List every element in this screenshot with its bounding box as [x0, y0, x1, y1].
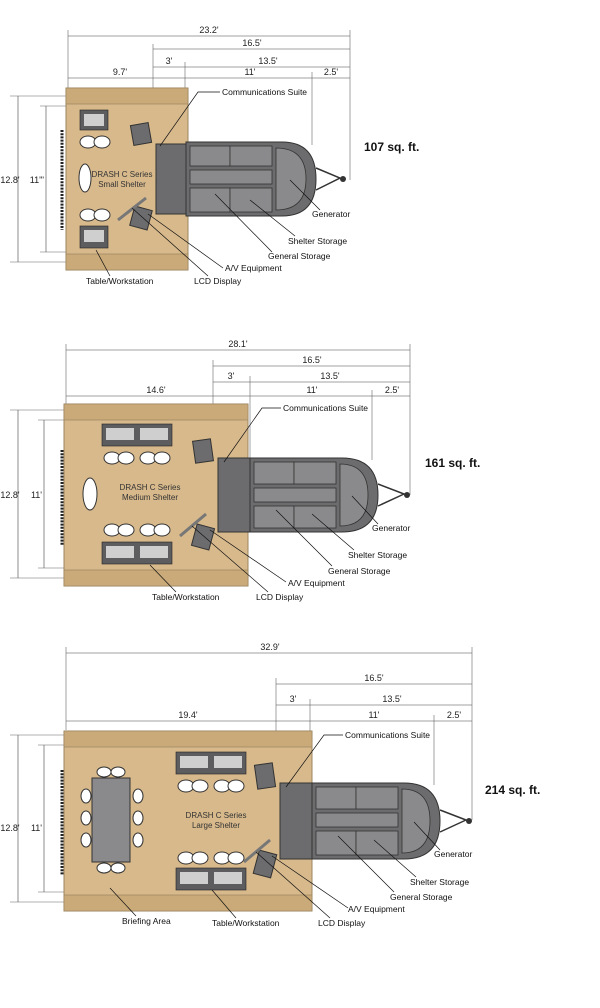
label-shelter-storage: Shelter Storage — [410, 877, 469, 887]
dim-end: 2.5' — [324, 67, 339, 77]
small-shelter-diagram: 23.2' 16.5' 3' 13.5' 9.7' 11' 2.5' 12.8'… — [0, 25, 419, 286]
label-table: Table/Workstation — [212, 918, 280, 928]
lcd-display — [117, 196, 147, 222]
dim-mid: 11' — [306, 385, 317, 395]
label-comms: Communications Suite — [222, 87, 307, 97]
dim-mid: 11' — [244, 67, 255, 77]
shelter-name-line1: DRASH C Series — [92, 170, 153, 179]
dim-small: 3' — [290, 694, 297, 704]
label-generator: Generator — [372, 523, 410, 533]
dim-trailer: 16.5' — [364, 673, 384, 683]
trailer-front — [155, 143, 187, 215]
label-general-storage: General Storage — [268, 251, 331, 261]
dim-height-inner: 11' — [31, 823, 42, 833]
dim-height-inner: 11'" — [30, 175, 44, 185]
medium-shelter-diagram: 28.1' 16.5' 3' 13.5' 14.6' 11' 2.5' 12.8… — [0, 339, 480, 602]
label-lcd: LCD Display — [194, 276, 242, 286]
area-label: 107 sq. ft. — [364, 140, 419, 154]
dim-end: 2.5' — [385, 385, 400, 395]
shelter-name-line1: DRASH C Series — [186, 811, 247, 820]
label-av: A/V Equipment — [225, 263, 282, 273]
dim-small: 3' — [228, 371, 235, 381]
shelter-name-line2: Large Shelter — [192, 821, 240, 830]
dim-shelter: 9.7' — [113, 67, 128, 77]
label-briefing: Briefing Area — [122, 916, 171, 926]
label-lcd: LCD Display — [256, 592, 304, 602]
dim-mid: 11' — [368, 710, 379, 720]
dim-body: 13.5' — [320, 371, 340, 381]
dim-shelter: 14.6' — [146, 385, 166, 395]
dim-body: 13.5' — [258, 56, 278, 66]
dim-height-outer: 12.8' — [0, 175, 20, 185]
dim-total: 28.1' — [228, 339, 248, 349]
label-table: Table/Workstation — [86, 276, 154, 286]
large-shelter-diagram: 32.9' 16.5' 3' 13.5' 19.4' 11' 2.5' 12.8… — [0, 642, 540, 928]
dim-total: 32.9' — [260, 642, 280, 652]
comms-rack — [191, 438, 215, 464]
label-generator: Generator — [312, 209, 350, 219]
shelter-name-line1: DRASH C Series — [120, 483, 181, 492]
dim-trailer: 16.5' — [242, 38, 262, 48]
av-rack — [252, 849, 278, 879]
area-label: 214 sq. ft. — [485, 783, 540, 797]
briefing-table — [91, 777, 131, 863]
trailer-front — [279, 782, 313, 860]
label-table: Table/Workstation — [152, 592, 220, 602]
dim-height-outer: 12.8' — [0, 490, 20, 500]
shelter-name-line2: Medium Shelter — [122, 493, 178, 502]
av-rack — [129, 205, 153, 231]
label-av: A/V Equipment — [348, 904, 405, 914]
area-label: 161 sq. ft. — [425, 456, 480, 470]
dim-small: 3' — [166, 56, 173, 66]
trailer-front — [217, 457, 251, 533]
label-lcd: LCD Display — [318, 918, 366, 928]
dim-trailer: 16.5' — [302, 355, 322, 365]
label-general-storage: General Storage — [390, 892, 453, 902]
label-generator: Generator — [434, 849, 472, 859]
comms-rack — [253, 762, 277, 790]
dim-shelter: 19.4' — [178, 710, 198, 720]
shelter-name-line2: Small Shelter — [98, 180, 146, 189]
lcd-display — [243, 838, 271, 864]
label-av: A/V Equipment — [288, 578, 345, 588]
label-general-storage: General Storage — [328, 566, 391, 576]
label-comms: Communications Suite — [283, 403, 368, 413]
dim-height-outer: 12.8' — [0, 823, 20, 833]
label-shelter-storage: Shelter Storage — [348, 550, 407, 560]
label-shelter-storage: Shelter Storage — [288, 236, 347, 246]
lcd-display — [179, 512, 207, 538]
dim-height-inner: 11' — [31, 490, 42, 500]
dim-end: 2.5' — [447, 710, 462, 720]
label-comms: Communications Suite — [345, 730, 430, 740]
comms-rack — [129, 122, 153, 146]
dim-total: 23.2' — [199, 25, 219, 35]
dim-body: 13.5' — [382, 694, 402, 704]
